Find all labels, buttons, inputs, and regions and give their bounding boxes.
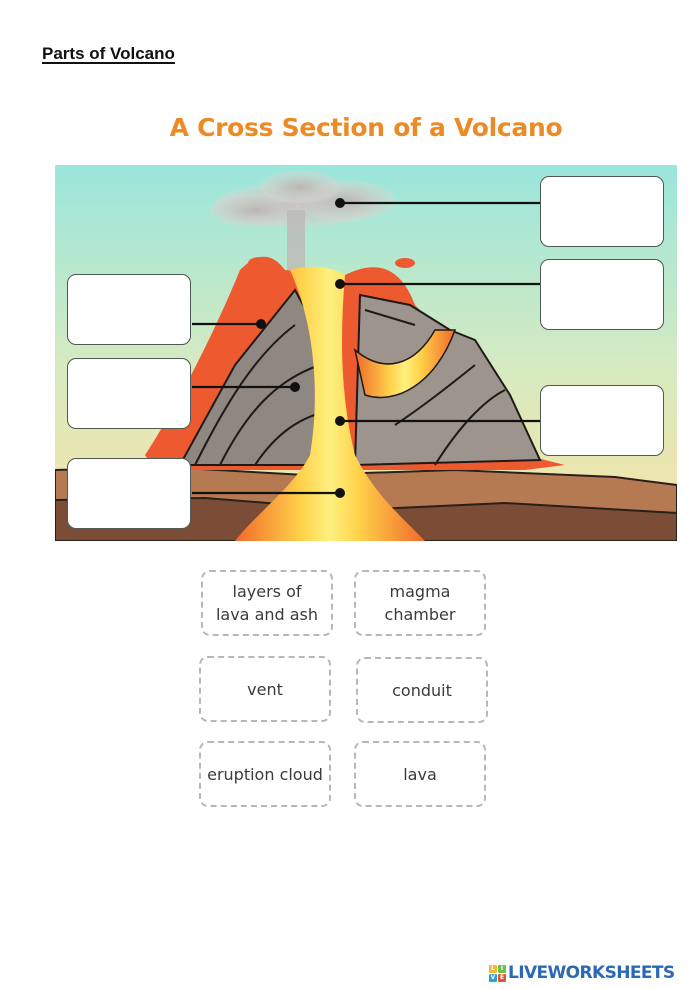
word-card-conduit[interactable]: conduit — [356, 657, 488, 723]
answer-box-right-2[interactable] — [540, 259, 664, 330]
answer-box-right-1[interactable] — [540, 176, 664, 247]
word-card-magma-chamber[interactable]: magma chamber — [354, 570, 486, 636]
word-card-layers-of-lava-and-ash[interactable]: layers of lava and ash — [201, 570, 333, 636]
answer-box-left-3[interactable] — [67, 458, 191, 529]
logo-letter: I — [498, 964, 506, 973]
card-label: layers of — [232, 582, 302, 601]
card-label: chamber — [384, 605, 456, 624]
word-card-eruption-cloud[interactable]: eruption cloud — [199, 741, 331, 807]
liveworksheets-logo: L I V E LIVEWORKSHEETS — [489, 963, 675, 983]
eruption-cloud — [210, 171, 395, 275]
logo-grid-icon: L I V E — [489, 964, 506, 982]
card-label: eruption cloud — [207, 764, 323, 784]
card-label: lava — [403, 764, 437, 784]
logo-letter: L — [489, 964, 497, 973]
word-card-lava[interactable]: lava — [354, 741, 486, 807]
card-label: vent — [247, 679, 283, 699]
card-label: lava and ash — [215, 605, 319, 624]
answer-box-left-1[interactable] — [67, 274, 191, 345]
diagram-title: A Cross Section of a Volcano — [169, 113, 563, 142]
card-label: magma — [389, 582, 451, 601]
logo-letter: V — [489, 973, 497, 982]
word-card-vent[interactable]: vent — [199, 656, 331, 722]
answer-box-left-2[interactable] — [67, 358, 191, 429]
logo-text: LIVEWORKSHEETS — [508, 963, 675, 983]
card-label: conduit — [392, 680, 452, 700]
answer-box-right-3[interactable] — [540, 385, 664, 456]
page-heading: Parts of Volcano — [42, 44, 175, 63]
logo-letter: E — [498, 973, 506, 982]
